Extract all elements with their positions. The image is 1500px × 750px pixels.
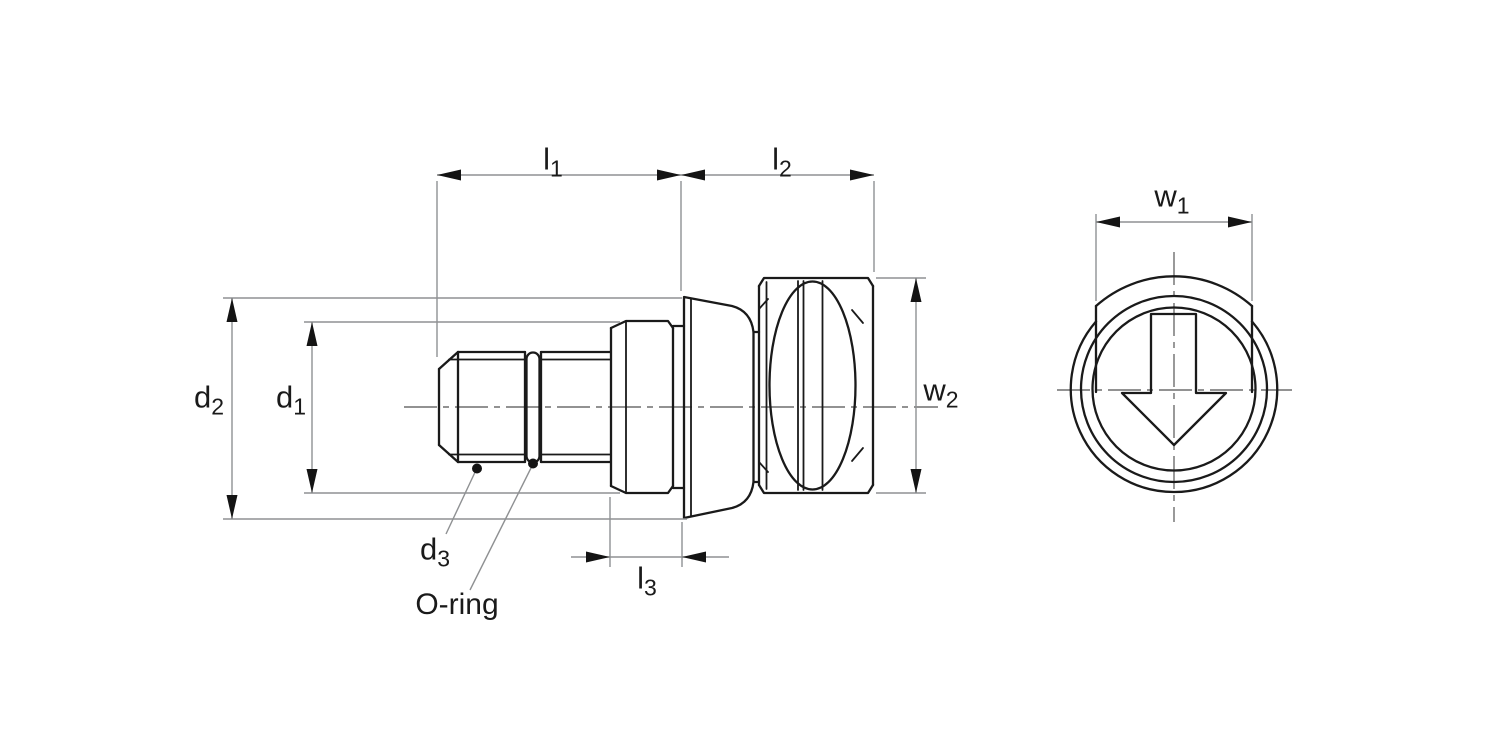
hex-flat-arc [768, 280, 857, 491]
dim-label-d3: d3 [419, 531, 451, 572]
arrowhead [910, 469, 922, 493]
arrowhead [910, 278, 922, 302]
label-o-ring: O-ring [415, 588, 499, 621]
leader-dot [528, 458, 538, 469]
rear-cylinder [539, 350, 612, 464]
side-view [223, 169, 938, 591]
dimension-d1 [304, 321, 620, 494]
dim-label-l1: l1 [543, 141, 563, 182]
dim-label-d2: d2 [193, 379, 225, 420]
arrowhead [586, 551, 610, 563]
arrowhead [226, 495, 238, 519]
outer-circle [1069, 320, 1279, 494]
arrowhead [682, 551, 706, 563]
body-circle [1079, 294, 1269, 484]
thread-section [437, 350, 527, 464]
arrowhead [437, 169, 461, 181]
dim-label-l3: l3 [637, 560, 657, 601]
front-circle [1091, 306, 1257, 472]
dim-label-d1: d1 [275, 379, 307, 420]
top-chamfer-arc [1094, 275, 1254, 308]
end-view [1057, 214, 1292, 522]
arrowhead [1228, 216, 1252, 228]
leader-d3 [445, 463, 482, 535]
leader-dot [472, 463, 482, 474]
arrowhead [850, 169, 874, 181]
dim-label-l2: l2 [772, 141, 792, 182]
spacer-collar [671, 324, 686, 490]
dim-label-w1: w1 [1154, 178, 1190, 219]
arrowhead [1096, 216, 1120, 228]
arrowhead [226, 298, 238, 322]
arrowhead [306, 322, 318, 346]
arrowhead [681, 169, 705, 181]
arrowhead [306, 469, 318, 493]
hex-body [757, 276, 875, 495]
dimension-l3 [571, 497, 729, 567]
leader-oring [469, 458, 538, 591]
outer-profile [1069, 275, 1279, 494]
dimension-w2 [876, 277, 926, 494]
dimension-l1-l2 [436, 169, 875, 357]
dim-label-w2: w2 [923, 372, 959, 413]
hex-nut [609, 319, 675, 495]
arrowhead [657, 169, 681, 181]
keying-arrow [1120, 312, 1228, 447]
dimension-w1 [1095, 214, 1253, 301]
